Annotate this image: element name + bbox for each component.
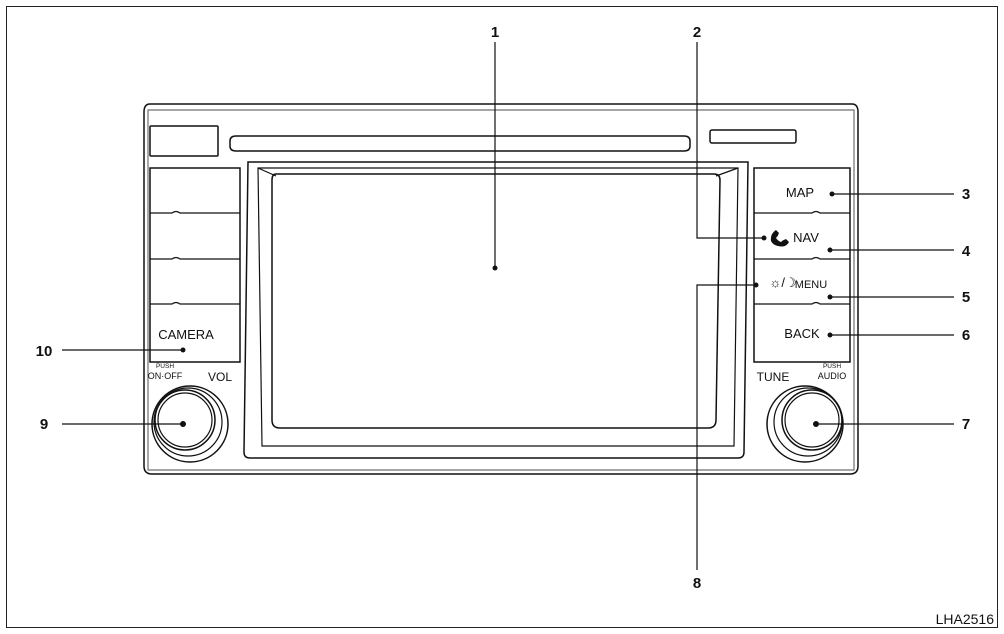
callout-5: 5 bbox=[962, 289, 970, 306]
left-button-3[interactable] bbox=[152, 261, 238, 302]
left-divider-3 bbox=[150, 301, 240, 305]
right-divider-1 bbox=[754, 210, 850, 214]
menu-button-label: MENU bbox=[795, 279, 827, 291]
left-divider-2 bbox=[150, 256, 240, 260]
phone-icon bbox=[770, 230, 789, 247]
lcd-screen bbox=[271, 173, 721, 429]
tune-audio-knob[interactable] bbox=[766, 385, 844, 463]
callout-4: 4 bbox=[962, 243, 971, 260]
leader-dot-8 bbox=[753, 282, 759, 288]
cd-slot bbox=[229, 135, 691, 152]
callout-8: 8 bbox=[693, 575, 701, 592]
head-unit-bezel bbox=[143, 103, 859, 475]
right-divider-3 bbox=[754, 301, 850, 305]
callout-2: 2 bbox=[693, 24, 701, 41]
callout-1: 1 bbox=[491, 24, 499, 41]
left-knob-on-off-label: ON·OFF bbox=[148, 371, 183, 381]
back-button-label: BACK bbox=[784, 326, 820, 341]
right-knob-tune-label: TUNE bbox=[757, 370, 790, 384]
leader-dot-4 bbox=[827, 247, 833, 253]
map-button-label: MAP bbox=[786, 185, 814, 200]
screen-corner-tl bbox=[257, 167, 277, 177]
camera-button-label: CAMERA bbox=[158, 327, 214, 342]
leader-line-8 bbox=[696, 284, 756, 570]
callout-10: 10 bbox=[36, 343, 53, 360]
screen-bevel bbox=[257, 167, 739, 447]
screen-corner-tr bbox=[715, 167, 739, 177]
callout-7: 7 bbox=[962, 416, 970, 433]
callout-9: 9 bbox=[40, 416, 48, 433]
callout-3: 3 bbox=[962, 186, 970, 203]
left-button-2[interactable] bbox=[152, 215, 238, 257]
leader-line-2 bbox=[696, 42, 762, 239]
left-button-1[interactable] bbox=[152, 170, 238, 211]
leader-dot-6 bbox=[827, 332, 833, 338]
small-slot-right bbox=[709, 129, 797, 144]
figure-code: LHA2516 bbox=[936, 611, 995, 627]
leader-dot-2 bbox=[761, 235, 767, 241]
left-knob-vol-label: VOL bbox=[208, 370, 232, 384]
day-night-icon: ☼/☽ bbox=[769, 275, 796, 290]
nav-button-label: NAV bbox=[793, 230, 819, 245]
leader-dot-1 bbox=[492, 265, 498, 271]
left-knob-push-label: PUSH bbox=[156, 363, 174, 370]
right-button-panel bbox=[753, 167, 851, 363]
right-knob-audio-label: AUDIO bbox=[818, 371, 847, 381]
screen-surround bbox=[243, 161, 749, 459]
leader-dot-3 bbox=[829, 191, 835, 197]
left-divider-1 bbox=[150, 210, 240, 214]
sd-card-slot bbox=[149, 125, 219, 157]
left-button-panel bbox=[149, 167, 241, 363]
leader-dot-5 bbox=[827, 294, 833, 300]
right-knob-push-label: PUSH bbox=[823, 363, 841, 370]
leader-dot-10 bbox=[180, 347, 186, 353]
right-divider-2 bbox=[754, 256, 850, 260]
callout-6: 6 bbox=[962, 327, 970, 344]
